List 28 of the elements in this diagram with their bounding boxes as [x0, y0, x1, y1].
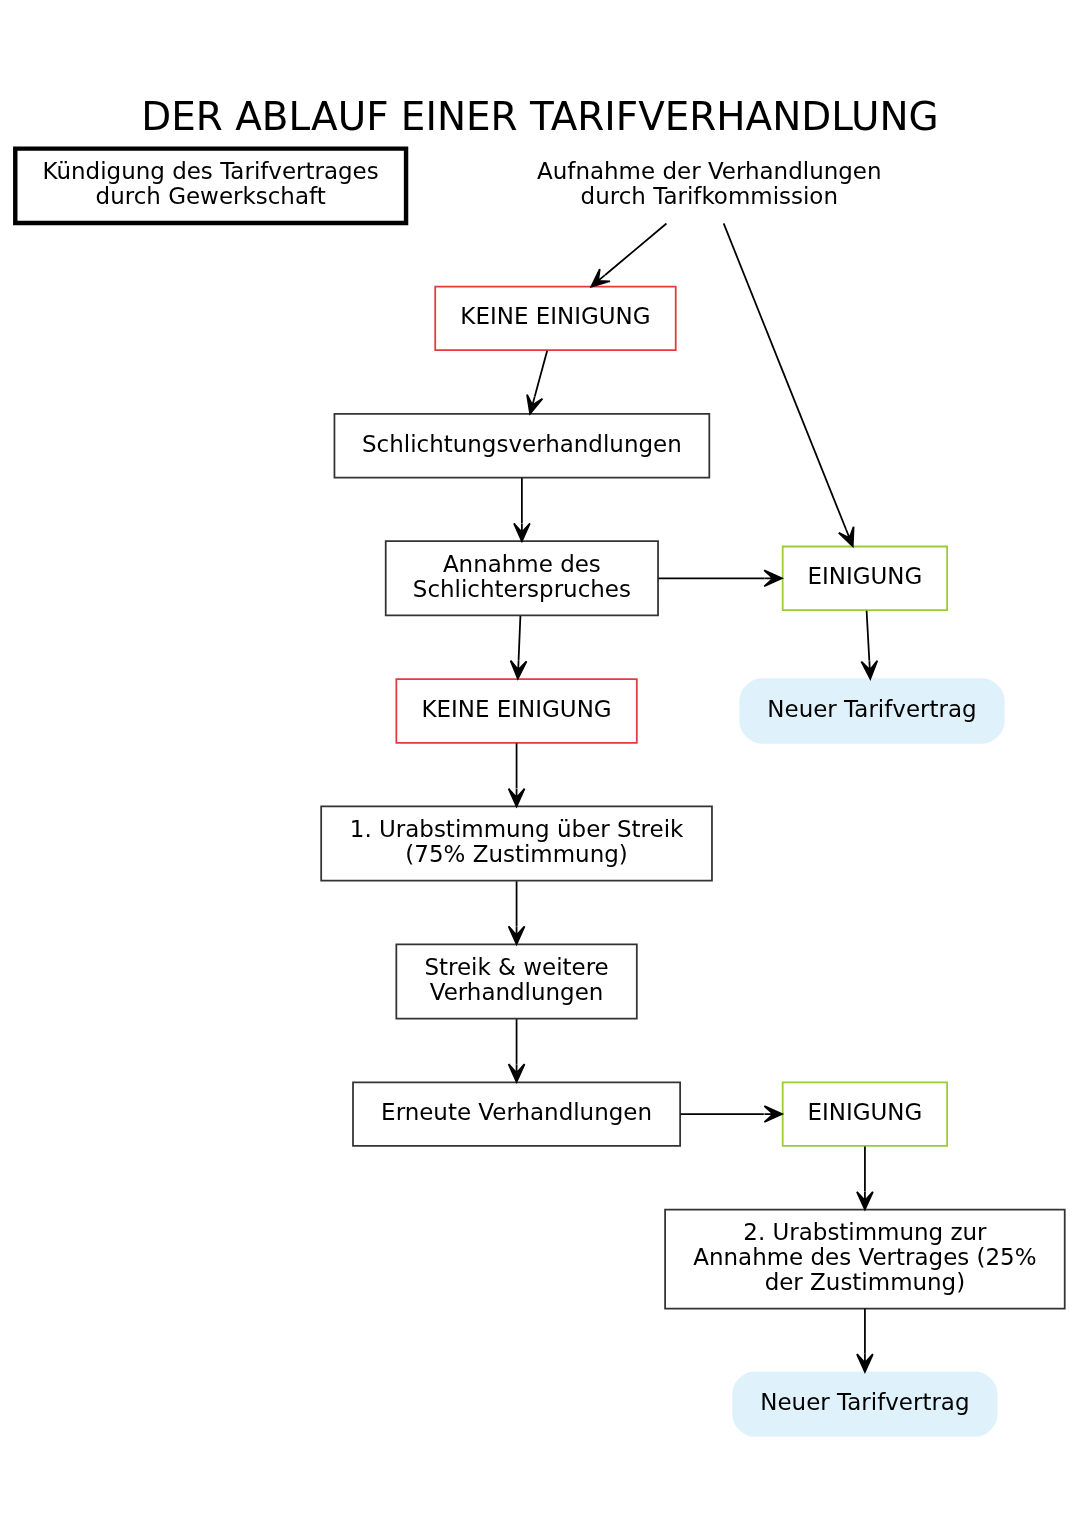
arrow: [507, 879, 526, 945]
node-box: Kündigung des Tarifvertrages durch Gewerkschaft: [13, 145, 409, 225]
arrow: [657, 569, 783, 587]
node-box: EINIGUNG: [781, 545, 948, 611]
node-box: 2. Urabstimmung zur Annahme des Vertrages (25% der Zustimmung): [664, 1208, 1066, 1309]
node-box: KEINE EINIGUNG: [434, 285, 677, 351]
arrow: [679, 1104, 783, 1123]
arrow: [507, 1017, 526, 1083]
arrow: [856, 1145, 874, 1210]
node-box: KEINE EINIGUNG: [395, 677, 638, 744]
arrow: [722, 222, 855, 547]
arrow: [507, 741, 526, 807]
arrow: [513, 476, 531, 542]
node-box: 1. Urabstimmung über Streik (75% Zustimmung): [320, 805, 713, 882]
node-box: Neuer Tarifvertrag: [739, 677, 1005, 744]
diagram-title: DER ABLAUF EINER TARIFVERHANDLUNG: [141, 93, 939, 139]
arrow: [509, 614, 528, 680]
node-box: Erneute Verhandlungen: [352, 1080, 681, 1147]
arrow: [590, 222, 668, 287]
node-box: Annahme des Schlichterspruches: [384, 539, 659, 616]
node-text: Aufnahme der Verhandlungen durch Tarifkommission: [537, 157, 882, 209]
node-box: Schlichtungsverhandlungen: [333, 412, 711, 478]
node-box: EINIGUNG: [781, 1080, 948, 1147]
node-box: Streik & weitere Verhandlungen: [395, 942, 638, 1019]
arrow: [526, 349, 549, 415]
arrow: [860, 609, 879, 680]
arrow: [856, 1307, 874, 1373]
node-box: Neuer Tarifvertrag: [732, 1370, 998, 1437]
